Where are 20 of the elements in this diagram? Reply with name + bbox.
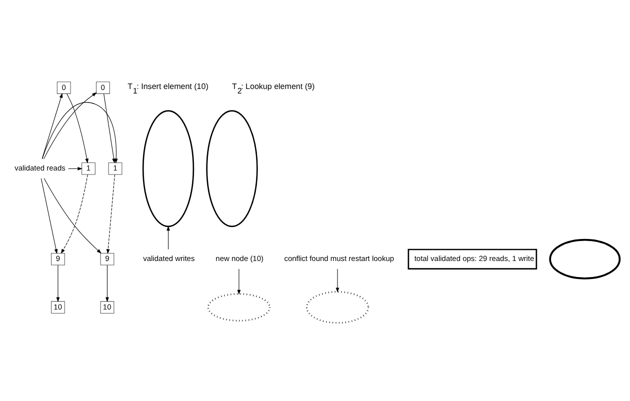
arrow	[43, 92, 97, 160]
arrow	[106, 264, 109, 302]
arrow	[42, 93, 63, 160]
arrow	[104, 94, 116, 164]
arrow	[166, 226, 170, 250]
arrow	[66, 93, 88, 164]
node-ellipse	[142, 110, 194, 228]
node-ellipse	[306, 291, 370, 324]
node-ellipse	[549, 238, 621, 280]
arrow	[56, 264, 60, 302]
arrow	[336, 268, 340, 293]
arrow	[44, 178, 102, 254]
arrow	[68, 166, 82, 170]
arrow	[40, 178, 58, 254]
arrow	[106, 174, 116, 254]
arrow	[42, 102, 118, 164]
node-ellipse	[207, 293, 271, 322]
arrow	[237, 268, 241, 295]
arrow	[60, 174, 88, 254]
node-ellipse	[206, 110, 258, 228]
